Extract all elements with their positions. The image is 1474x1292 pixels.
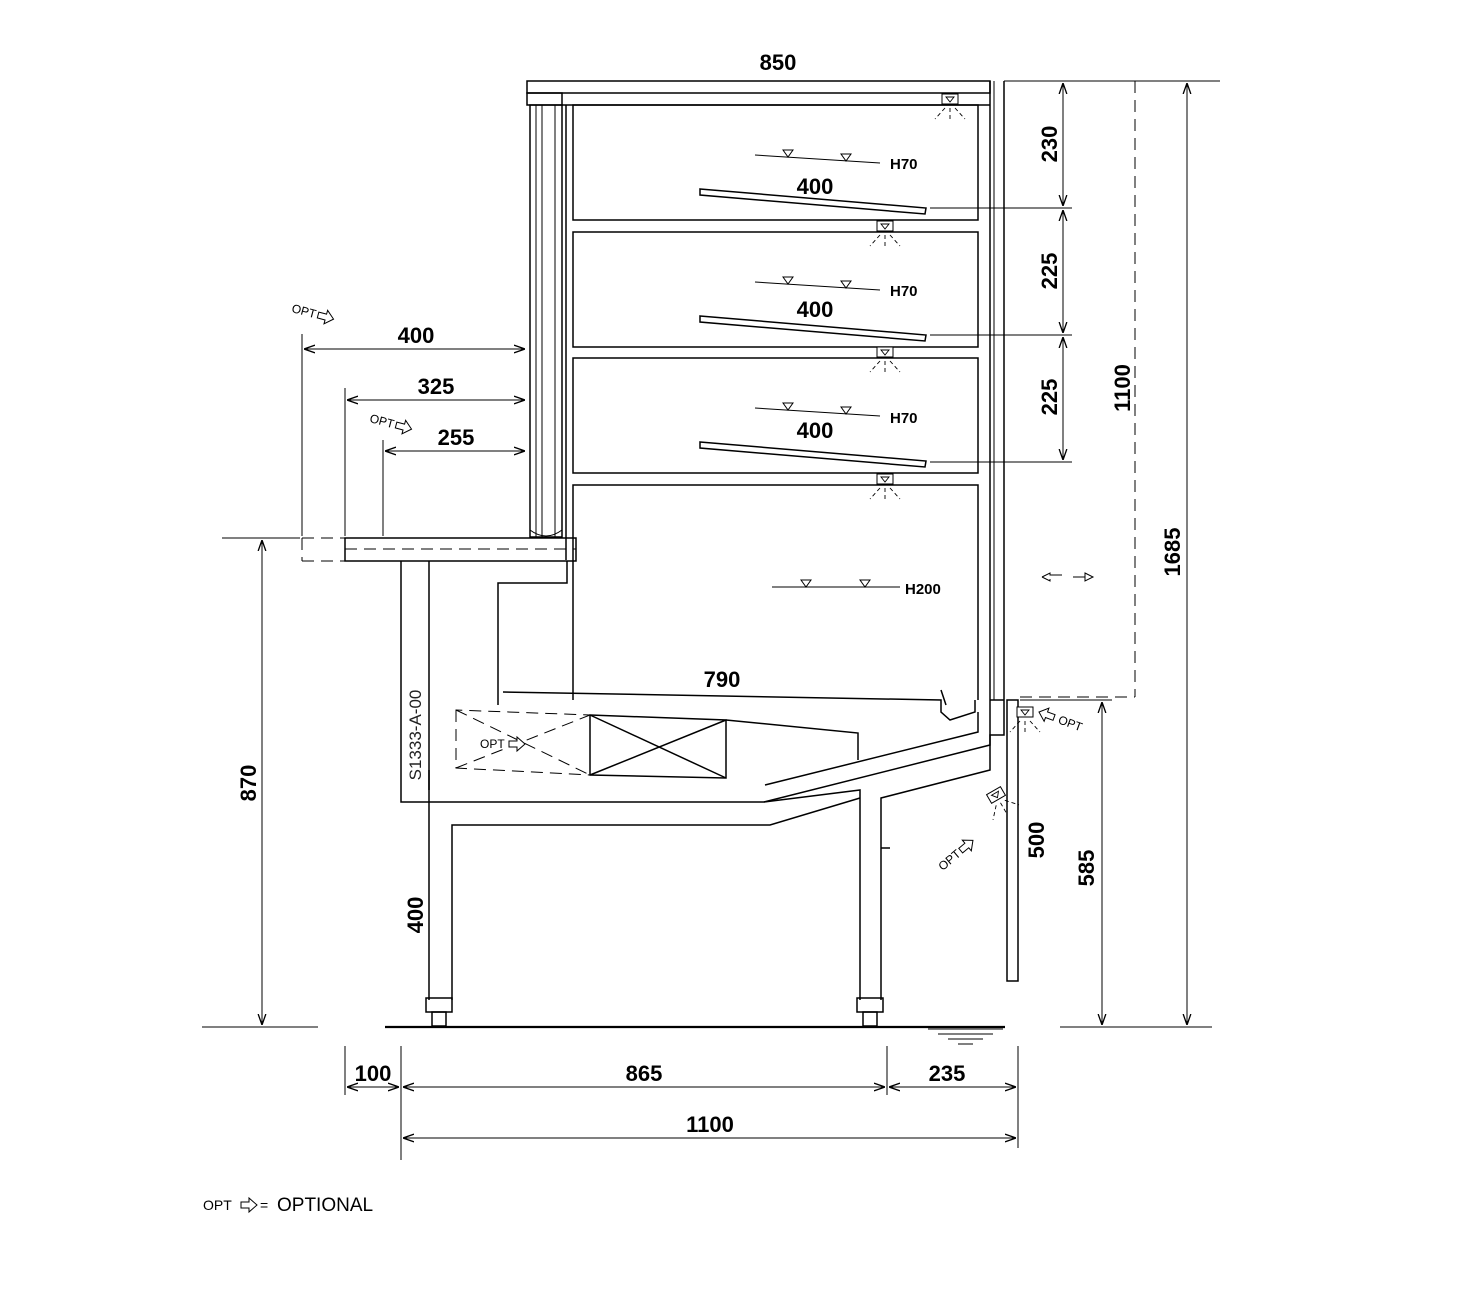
dim-worktop-255: 255 — [438, 425, 475, 450]
canopy — [526, 80, 991, 106]
dim-worktop-400: 400 — [398, 323, 435, 348]
dim-rear-height: 585 — [1074, 850, 1099, 887]
dim-front-panel: 500 — [1024, 822, 1049, 859]
evaporator-fan — [455, 709, 859, 779]
load-lines — [754, 149, 900, 588]
svg-text:OPT: OPT — [480, 737, 505, 751]
dim-top-width: 850 — [760, 50, 797, 75]
front-panel — [1006, 699, 1019, 982]
opt-marker-worktop-top: OPT — [290, 301, 336, 327]
dim-base-width: 865 — [626, 1061, 663, 1086]
dim-shelf-spacing-1: 230 — [1037, 126, 1062, 163]
extension-lines — [202, 80, 1220, 1160]
svg-text:OPT: OPT — [936, 846, 964, 873]
load-label-2: H70 — [890, 283, 918, 300]
shelves — [699, 188, 927, 468]
legend-opt: OPT — [203, 1197, 232, 1213]
dim-shelf-depth-1: 400 — [797, 174, 834, 199]
dim-total-depth: 1100 — [686, 1112, 734, 1137]
ground-symbol-icon — [928, 1028, 1003, 1045]
dim-base-depth: 790 — [704, 667, 741, 692]
dim-overhang: 100 — [355, 1061, 392, 1086]
worktop — [222, 537, 577, 562]
legend-equals: = — [260, 1197, 268, 1213]
dim-shelf-spacing-2: 225 — [1037, 253, 1062, 290]
svg-text:OPT: OPT — [290, 301, 318, 321]
dim-shelf-spacing-3: 225 — [1037, 379, 1062, 416]
svg-text:OPT: OPT — [368, 411, 396, 431]
dim-leg-height: 400 — [403, 897, 428, 934]
load-label-4: H200 — [905, 581, 941, 598]
load-label-1: H70 — [890, 156, 918, 173]
dim-total-height: 1685 — [1160, 528, 1185, 577]
rear-column — [529, 104, 567, 560]
feet — [425, 997, 884, 1027]
arrow-outline-icon — [240, 1197, 258, 1213]
dimension-lines — [262, 83, 1187, 1138]
opt-marker-fan: OPT — [480, 736, 526, 752]
svg-text:OPT: OPT — [1056, 713, 1085, 735]
dim-height-to-shelves: 1100 — [1110, 364, 1135, 412]
dim-worktop-325: 325 — [418, 374, 455, 399]
compartments — [572, 104, 979, 700]
dim-shelf-depth-2: 400 — [797, 297, 834, 322]
optional-outline — [1020, 81, 1136, 698]
dim-rear-offset: 235 — [929, 1061, 966, 1086]
load-label-3: H70 — [890, 410, 918, 427]
base-structure — [400, 561, 1005, 1000]
dim-shelf-depth-3: 400 — [797, 418, 834, 443]
legend-text: OPTIONAL — [277, 1195, 373, 1216]
legend: OPT = OPTIONAL — [203, 1195, 373, 1216]
front-column — [989, 81, 1005, 701]
opt-marker-rear-light: OPT — [1009, 704, 1085, 735]
dim-counter-height: 870 — [236, 765, 261, 802]
drawing-code: S1333-A-00 — [406, 690, 425, 781]
opt-marker-worktop-mid: OPT — [368, 411, 414, 437]
